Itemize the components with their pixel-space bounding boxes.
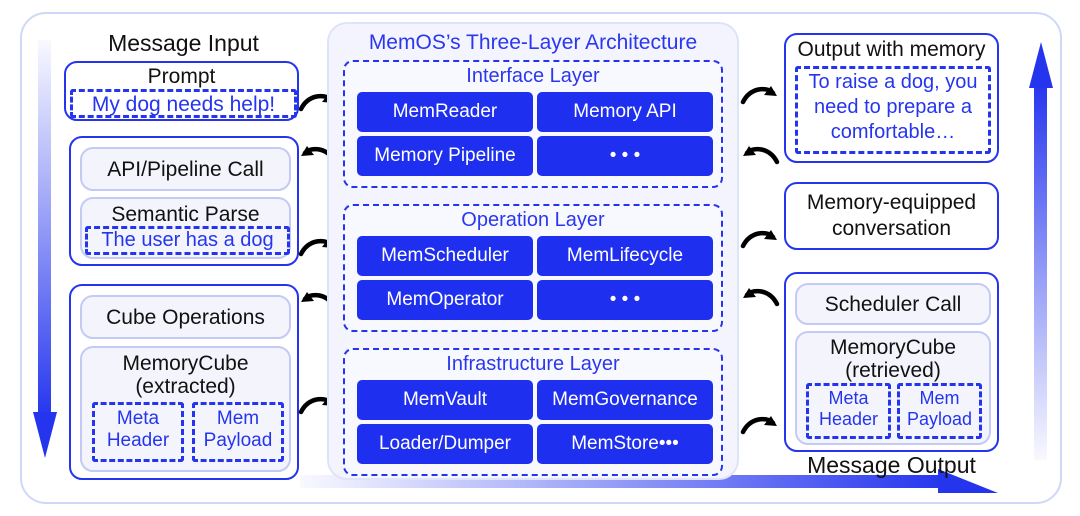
- output-quote-line1: To raise a dog, you: [808, 71, 978, 93]
- memorycube-extracted-line1: MemoryCube: [122, 352, 249, 375]
- output-quote-line2: need to prepare a: [814, 96, 972, 118]
- output-quote-line3: comfortable…: [830, 121, 956, 143]
- mem-payload-box-left: Mem Payload: [192, 402, 284, 462]
- arrow-operation-to-conversation: [740, 230, 777, 249]
- chip-memreader[interactable]: MemReader: [357, 92, 533, 132]
- meta-header-right-line1: Meta: [828, 388, 869, 408]
- memorycube-retrieved-line1: MemoryCube: [829, 336, 957, 359]
- chip-memgovernance[interactable]: MemGovernance: [537, 380, 713, 420]
- memorycube-extracted-line2: (extracted): [135, 375, 236, 398]
- arrow-infrastructure-to-scheduler: [740, 416, 777, 435]
- chip-loader-dumper[interactable]: Loader/Dumper: [357, 424, 533, 464]
- conversation-line1: Memory-equipped: [806, 191, 977, 214]
- semantic-parse-quote-text: The user has a dog: [101, 229, 274, 251]
- semantic-parse-quote-box: The user has a dog: [85, 226, 290, 255]
- operation-layer-title: Operation Layer: [461, 209, 605, 231]
- chip-memlifecycle[interactable]: MemLifecycle: [537, 236, 713, 276]
- interface-layer[interactable]: Interface Layer MemReader Memory API Mem…: [343, 60, 723, 188]
- arrow-output-to-interface: [743, 146, 780, 165]
- message-output-title: Message Output: [807, 452, 976, 478]
- interface-layer-title: Interface Layer: [466, 65, 600, 87]
- memorycube-extracted-box[interactable]: MemoryCube (extracted) Meta Header Mem P…: [80, 346, 291, 472]
- semantic-parse-label: Semantic Parse: [111, 203, 260, 226]
- message-input-title: Message Input: [108, 30, 259, 56]
- arrow-scheduler-to-operation: [743, 288, 780, 307]
- meta-header-box-right: Meta Header: [806, 383, 891, 439]
- mem-payload-left-line1: Mem: [216, 408, 260, 429]
- output-with-memory-card[interactable]: Output with memory To raise a dog, you n…: [784, 33, 999, 163]
- chip-memory-api[interactable]: Memory API: [537, 92, 713, 132]
- output-flow-arrow-up: [1029, 42, 1053, 460]
- chip-memory-pipeline[interactable]: Memory Pipeline: [357, 136, 533, 176]
- cube-operations-label: Cube Operations: [106, 306, 265, 329]
- architecture-title: MemOS’s Three-Layer Architecture: [368, 31, 698, 54]
- chip-interface-more[interactable]: • • •: [537, 136, 713, 176]
- scheduler-card[interactable]: Scheduler Call MemoryCube (retrieved) Me…: [784, 272, 999, 452]
- infrastructure-layer-title: Infrastructure Layer: [446, 353, 620, 375]
- mem-payload-box-right: Mem Payload: [897, 383, 982, 439]
- prompt-quote-text: My dog needs help!: [91, 93, 276, 116]
- architecture-panel: MemOS’s Three-Layer Architecture Interfa…: [327, 22, 739, 480]
- memorycube-retrieved-line2: (retrieved): [845, 359, 941, 382]
- chip-memscheduler[interactable]: MemScheduler: [357, 236, 533, 276]
- prompt-label: Prompt: [147, 65, 216, 88]
- infrastructure-layer[interactable]: Infrastructure Layer MemVault MemGoverna…: [343, 348, 723, 476]
- right-panel: Output with memory To raise a dog, you n…: [784, 24, 1008, 480]
- chip-operation-more[interactable]: • • •: [537, 280, 713, 320]
- chip-memvault[interactable]: MemVault: [357, 380, 533, 420]
- meta-header-left-line2: Header: [106, 430, 170, 451]
- api-pipeline-call-box[interactable]: API/Pipeline Call: [80, 147, 291, 191]
- mem-payload-left-line2: Payload: [203, 430, 273, 451]
- chip-memoperator[interactable]: MemOperator: [357, 280, 533, 320]
- meta-header-right-line2: Header: [818, 409, 879, 429]
- left-panel: Message Input Prompt My dog needs help! …: [62, 24, 305, 480]
- memorycube-retrieved-box[interactable]: MemoryCube (retrieved) Meta Header Mem P…: [795, 331, 991, 445]
- cube-operations-box[interactable]: Cube Operations: [80, 295, 291, 339]
- arrow-interface-to-output: [740, 86, 777, 105]
- mem-payload-right-line2: Payload: [906, 409, 973, 429]
- prompt-quote-box: My dog needs help!: [70, 89, 297, 118]
- memory-equipped-conversation-card[interactable]: Memory-equipped conversation: [784, 182, 999, 250]
- meta-header-left-line1: Meta: [116, 408, 160, 429]
- scheduler-call-box[interactable]: Scheduler Call: [795, 283, 991, 325]
- mem-payload-right-line1: Mem: [919, 388, 960, 408]
- scheduler-call-label: Scheduler Call: [824, 293, 962, 316]
- pipeline-card[interactable]: API/Pipeline Call Semantic Parse The use…: [69, 136, 299, 266]
- output-quote-box: To raise a dog, you need to prepare a co…: [795, 66, 991, 154]
- chip-memstore[interactable]: MemStore•••: [537, 424, 713, 464]
- semantic-parse-box[interactable]: Semantic Parse The user has a dog: [80, 197, 291, 259]
- conversation-line2: conversation: [831, 217, 952, 240]
- operation-layer[interactable]: Operation Layer MemScheduler MemLifecycl…: [343, 204, 723, 332]
- prompt-card[interactable]: Prompt My dog needs help!: [64, 61, 299, 121]
- output-with-memory-label: Output with memory: [797, 38, 986, 61]
- api-pipeline-call-label: API/Pipeline Call: [107, 158, 264, 181]
- meta-header-box-left: Meta Header: [92, 402, 184, 462]
- input-flow-arrow-down: [33, 40, 57, 458]
- cube-card[interactable]: Cube Operations MemoryCube (extracted) M…: [69, 284, 299, 480]
